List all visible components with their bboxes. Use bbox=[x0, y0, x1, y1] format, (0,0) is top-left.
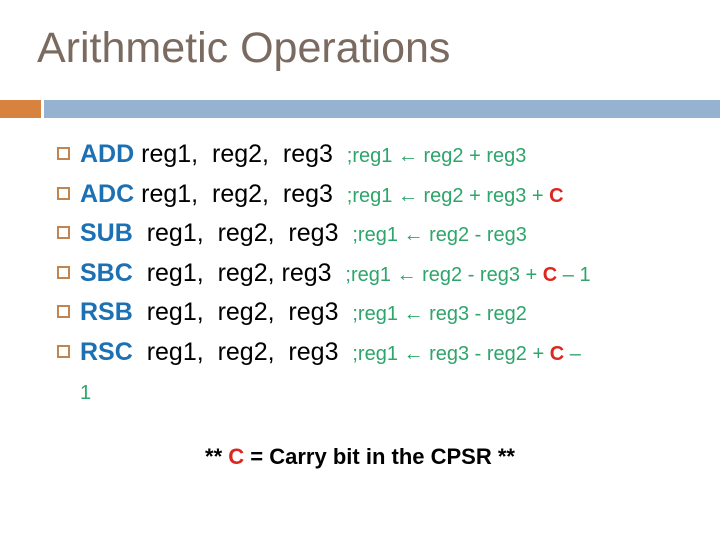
bullet-square-icon bbox=[57, 147, 70, 160]
text-segment-comment: – 1 bbox=[557, 263, 591, 286]
text-segment-plain: reg1, reg2, reg3 bbox=[132, 258, 346, 287]
text-segment-mnemonic: ADC bbox=[80, 179, 135, 208]
text-segment-mnemonic: RSB bbox=[80, 298, 133, 326]
bullet-square-icon bbox=[57, 265, 70, 279]
text-segment-comment: ;reg1 ← reg2 + reg3 + bbox=[346, 184, 550, 207]
text-segment-plain: reg1, reg2, reg3 bbox=[132, 337, 353, 366]
bullet-list: ADD reg1, reg2, reg3 ;reg1 ← reg2 + reg3… bbox=[57, 136, 708, 413]
text-segment-plain: reg1, reg2, reg3 bbox=[134, 140, 347, 168]
text-segment-mnemonic: SBC bbox=[80, 258, 133, 287]
text-segment-carry: C bbox=[549, 342, 565, 365]
text-segment-carry: C bbox=[549, 184, 564, 207]
text-segment-bold: = Carry bit in the CPSR ** bbox=[244, 444, 515, 469]
bullet-item: ADC reg1, reg2, reg3 ;reg1 ← reg2 + reg3… bbox=[57, 176, 708, 216]
text-segment-comment: ;reg1 ← reg2 + reg3 bbox=[346, 145, 527, 167]
text-segment-comment: 1 bbox=[80, 382, 92, 404]
text-segment-mnemonic: ADD bbox=[80, 140, 135, 168]
bullet-item: SUB reg1, reg2, reg3 ;reg1 ← reg2 - reg3 bbox=[57, 215, 708, 255]
bullet-square-icon bbox=[57, 305, 70, 318]
title-accent-orange-bar bbox=[0, 100, 41, 118]
text-segment-carry: C bbox=[228, 444, 245, 469]
bullet-item: RSB reg1, reg2, reg3 ;reg1 ← reg3 - reg2 bbox=[57, 294, 708, 334]
bullet-square-icon bbox=[57, 344, 70, 358]
title-accent-blue-bar bbox=[44, 100, 720, 118]
page-title: Arithmetic Operations bbox=[37, 24, 451, 72]
text-segment-comment: ;reg1 ← reg2 - reg3 + bbox=[345, 263, 543, 286]
text-segment-plain: reg1, reg2, reg3 bbox=[134, 179, 347, 208]
bullet-square-icon bbox=[57, 226, 70, 239]
bullet-item: ADD reg1, reg2, reg3 ;reg1 ← reg2 + reg3 bbox=[57, 136, 708, 176]
text-segment-mnemonic: RSC bbox=[80, 337, 133, 366]
bullet-square-icon bbox=[57, 186, 70, 200]
text-segment-bold: ** bbox=[205, 444, 229, 469]
text-segment-comment: ;reg1 ← reg3 - reg2 bbox=[352, 303, 527, 325]
text-segment-comment: – bbox=[564, 342, 581, 365]
text-segment-plain: reg1, reg2, reg3 bbox=[132, 298, 353, 326]
bullet-item: RSC reg1, reg2, reg3 ;reg1 ← reg3 - reg2… bbox=[57, 334, 708, 413]
text-segment-plain: reg1, reg2, reg3 bbox=[132, 219, 353, 247]
text-segment-carry: C bbox=[542, 263, 558, 286]
bullet-item: SBC reg1, reg2, reg3 ;reg1 ← reg2 - reg3… bbox=[57, 255, 708, 295]
text-segment-comment: ;reg1 ← reg2 - reg3 bbox=[352, 224, 527, 246]
footnote-caption: ** C = Carry bit in the CPSR ** bbox=[0, 444, 720, 470]
text-segment-mnemonic: SUB bbox=[80, 219, 133, 247]
text-segment-comment: ;reg1 ← reg3 - reg2 + bbox=[352, 342, 550, 365]
